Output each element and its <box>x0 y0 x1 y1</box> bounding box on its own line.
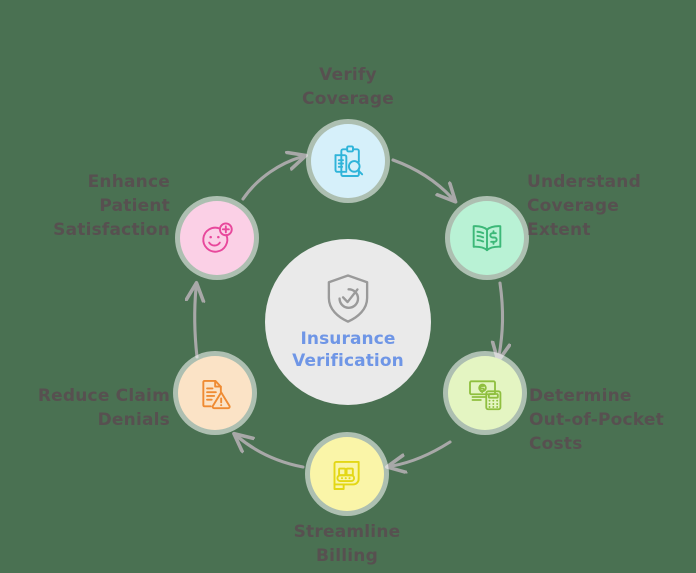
node-determine-out-of-pocket-costs[interactable] <box>448 356 522 430</box>
conveyor-belt-icon <box>333 460 360 490</box>
arrow-to-patient-satisfaction <box>195 288 197 359</box>
arrow-to-streamline-billing <box>392 440 452 466</box>
node-enhance-patient-satisfaction[interactable] <box>180 201 254 275</box>
label-reduce-claim-denials: Reduce Claim Denials <box>37 386 170 431</box>
shield-check-icon <box>327 274 369 324</box>
label-verify-coverage: Verify Coverage <box>302 65 394 110</box>
label-streamline-billing: Streamline Billing <box>293 522 401 567</box>
label-understand-coverage-extent: Understand Coverage Extent <box>527 172 641 241</box>
label-determine-out-of-pocket-costs: Determine Out-of-Pocket Costs <box>529 386 664 455</box>
smiley-plus-icon <box>202 222 233 253</box>
node-verify-coverage[interactable] <box>311 124 385 198</box>
money-calculator-icon <box>469 380 502 411</box>
arrow-to-understand-coverage <box>391 158 452 198</box>
center-label: Insurance Verification <box>292 329 404 371</box>
node-understand-coverage-extent[interactable] <box>450 201 524 275</box>
document-warning-icon <box>202 379 231 410</box>
clipboard-search-icon <box>334 145 364 177</box>
node-reduce-claim-denials[interactable] <box>178 356 252 430</box>
arrow-to-reduce-claim-denials <box>238 437 305 469</box>
label-enhance-patient-satisfaction: Enhance Patient Satisfaction <box>53 172 170 241</box>
arrow-to-verify-coverage <box>241 157 301 201</box>
node-streamline-billing[interactable] <box>310 437 384 511</box>
open-book-dollar-icon <box>472 225 502 252</box>
center-hub: Insurance Verification <box>265 239 431 405</box>
arrow-to-determine-costs <box>499 281 503 356</box>
